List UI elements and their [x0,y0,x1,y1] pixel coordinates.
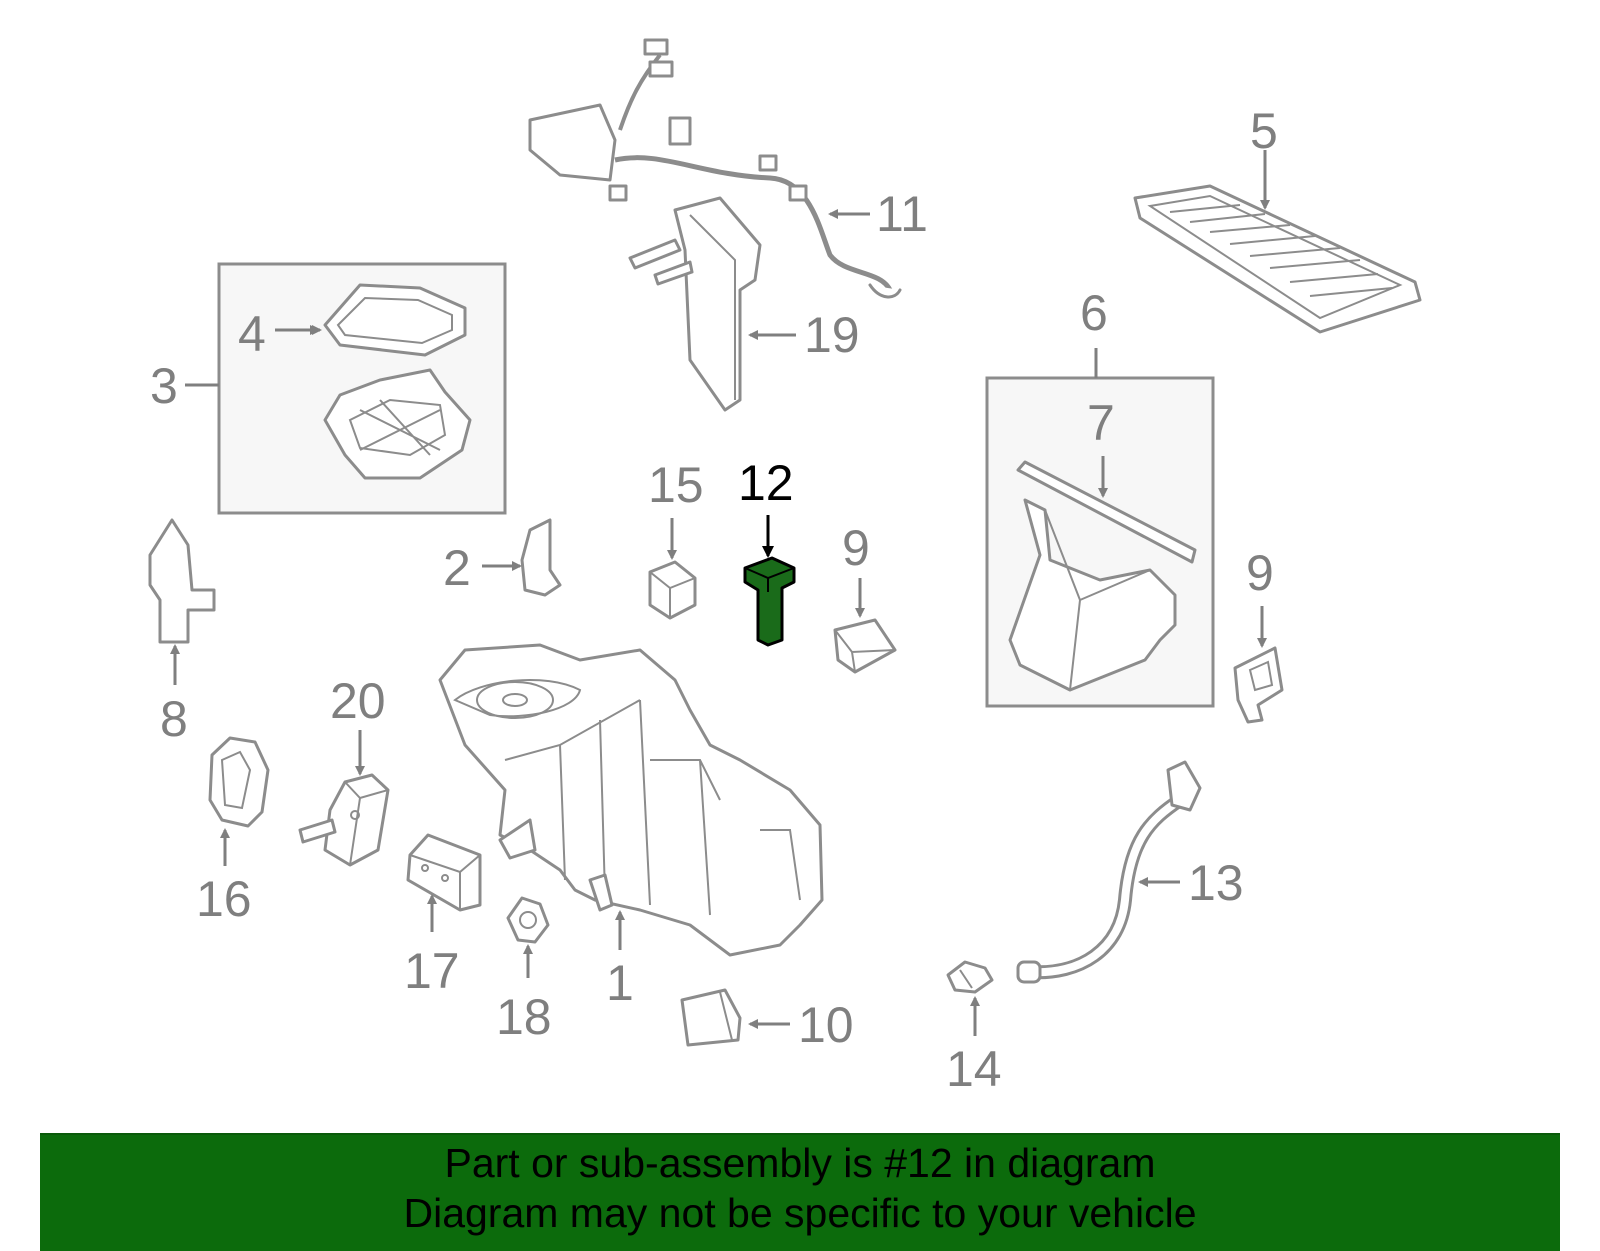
part-1-hvac-case[interactable] [438,643,824,957]
label-10: 10 [798,997,854,1053]
part-10-bracket[interactable] [680,988,742,1047]
label-6: 6 [1080,285,1108,341]
label-14: 14 [946,1041,1002,1097]
part-5-cabin-filter[interactable] [1133,184,1422,334]
part-18-grommet[interactable] [506,896,550,944]
label-8: 8 [160,691,188,747]
label-11: 11 [876,186,928,242]
label-1: 1 [606,955,634,1011]
banner-line-1: Part or sub-assembly is #12 in diagram [444,1140,1156,1186]
part-9-sensor-b[interactable] [1233,646,1284,724]
part-4-seal[interactable] [323,283,467,357]
label-18: 18 [496,989,552,1045]
part-2-bracket[interactable] [520,518,562,597]
label-7: 7 [1087,395,1115,451]
part-17-module[interactable] [406,833,482,912]
banner-line-2: Diagram may not be specific to your vehi… [403,1190,1197,1236]
label-4: 4 [238,306,266,362]
label-17: 17 [404,943,460,999]
label-19: 19 [804,307,860,363]
part-3-blower-assembly[interactable] [323,368,472,480]
label-13: 13 [1188,855,1244,911]
part-15-relay[interactable] [648,560,697,620]
part-9-sensor-a[interactable] [833,618,897,674]
parts-diagram: 11 19 5 4 3 8 2 [148,38,1422,1097]
label-9b: 9 [1246,545,1274,601]
label-2: 2 [443,540,471,596]
part-12-highlighted[interactable] [743,556,796,647]
label-20: 20 [330,673,386,729]
part-13-hose[interactable] [1016,760,1202,984]
part-20-actuator[interactable] [298,773,390,867]
notice-banner: Part or sub-assembly is #12 in diagram D… [40,1133,1560,1251]
part-14-sensor[interactable] [946,960,994,994]
label-3: 3 [150,358,178,414]
part-11-wiring-harness[interactable] [528,38,902,299]
label-5: 5 [1250,103,1278,159]
part-7-duct[interactable] [1008,460,1197,692]
label-9a: 9 [842,520,870,576]
label-12: 12 [738,455,794,511]
label-15: 15 [648,457,704,513]
part-8-bracket[interactable] [148,518,216,644]
part-19-heater-core[interactable] [628,196,762,412]
label-16: 16 [196,871,252,927]
part-16-vent[interactable] [208,736,270,828]
